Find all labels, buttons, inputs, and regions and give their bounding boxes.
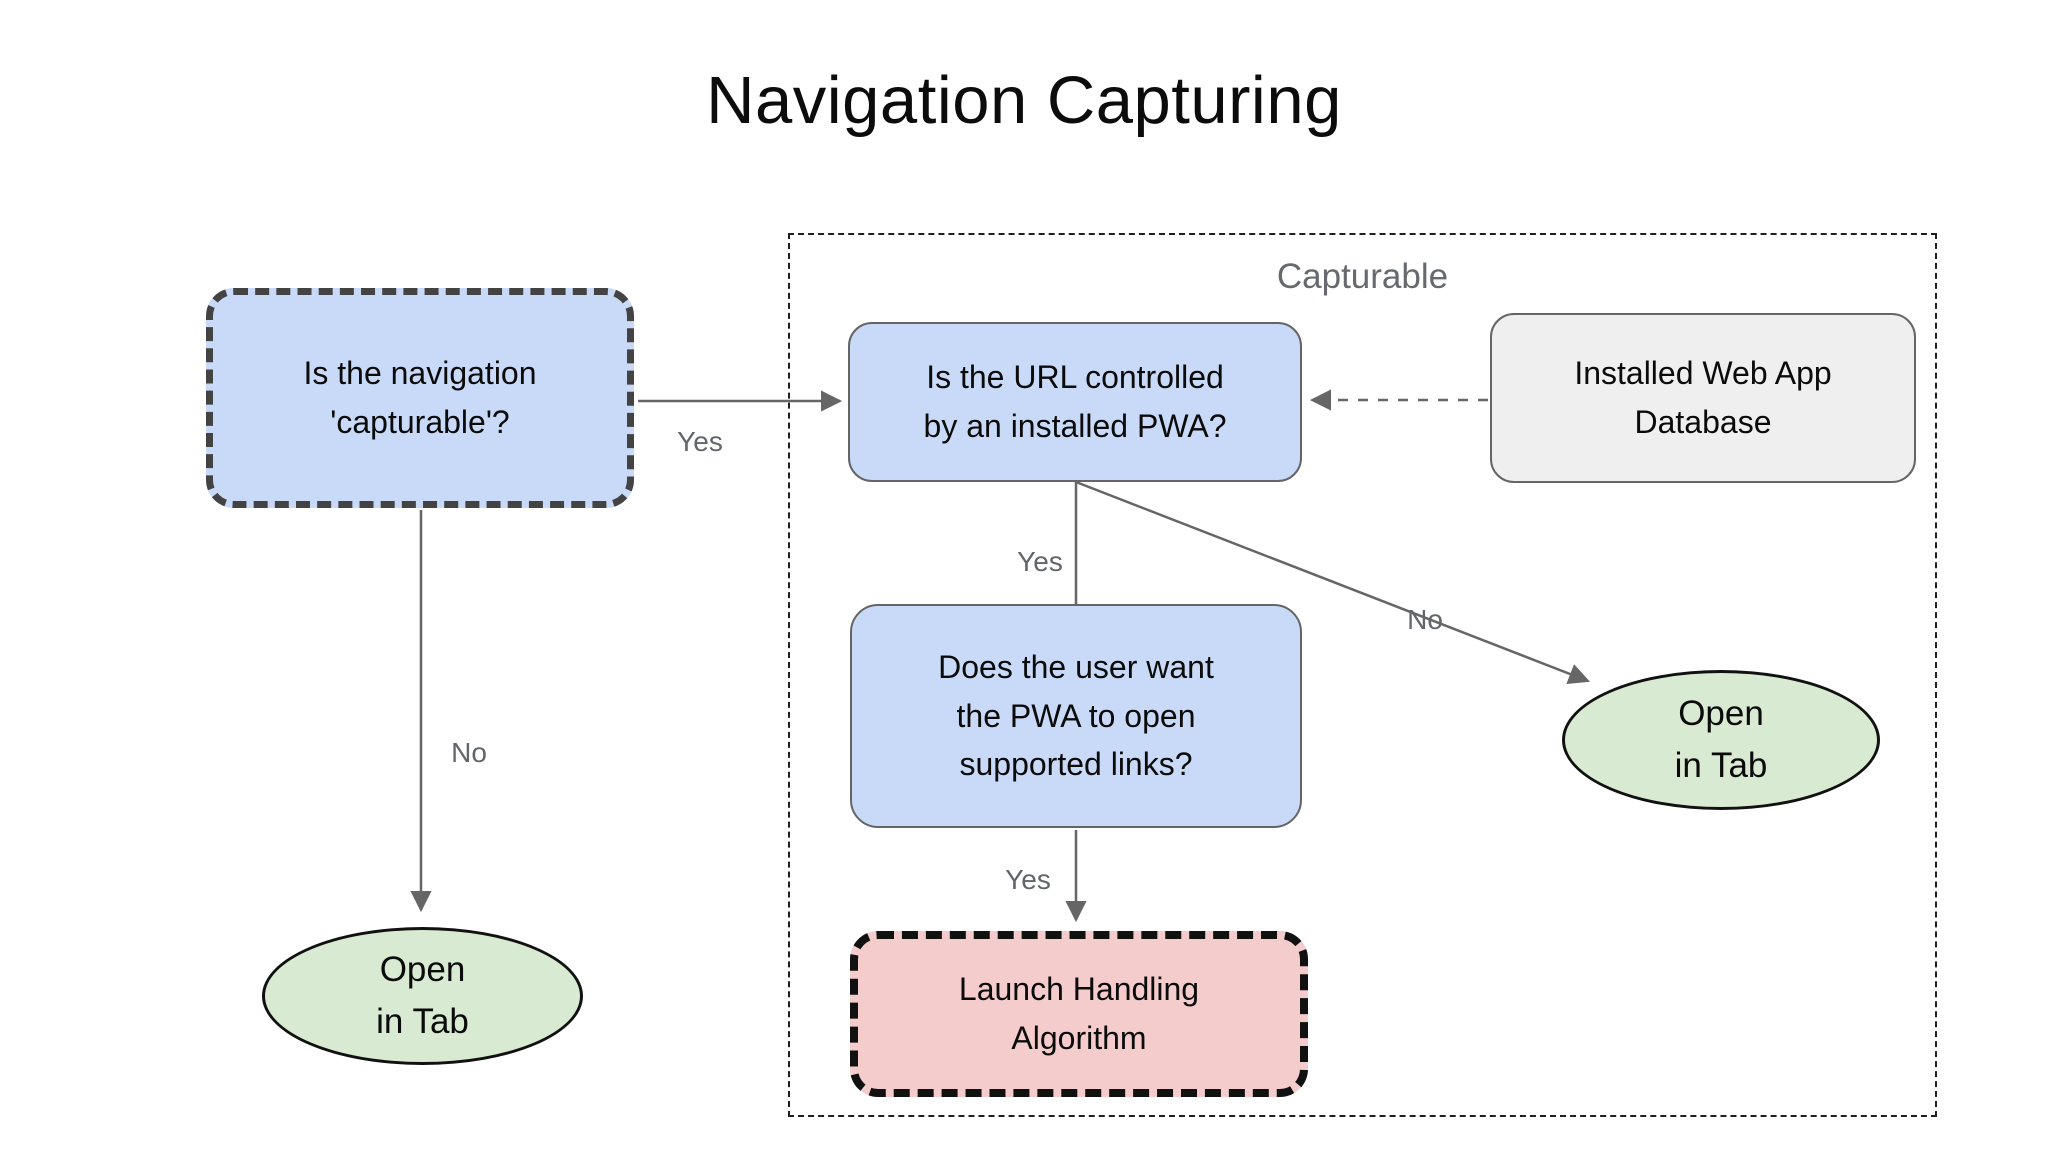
edge-label-supported-links-yes: Yes [1005, 864, 1051, 895]
edge-pwa-no [1075, 480, 1590, 684]
node-text-line: Database [1634, 404, 1772, 440]
node-text-line: in Tab [376, 1002, 469, 1041]
node-text-line: in Tab [1674, 746, 1768, 785]
node-text-line: supported links? [959, 746, 1193, 783]
edge-label-pwa-yes: Yes [1017, 546, 1063, 577]
node-installed-web-app-database: Installed Web App Database [1490, 313, 1916, 483]
node-does-user-want-supported-links: Does the user want the PWA to open suppo… [850, 604, 1302, 828]
node-is-navigation-capturable: Is the navigation 'capturable'? [206, 288, 634, 508]
node-text-line: 'capturable'? [330, 404, 510, 440]
node-is-url-controlled-by-pwa: Is the URL controlled by an installed PW… [848, 322, 1302, 482]
node-text-line: Installed Web App [1574, 355, 1832, 392]
node-text-line: Is the navigation [303, 355, 537, 392]
edge-label-pwa-no: No [1407, 604, 1443, 635]
node-text-line: by an installed PWA? [923, 408, 1227, 444]
edge-label-capturable-yes: Yes [677, 426, 723, 457]
node-text-line: Open [1678, 693, 1764, 733]
node-launch-handling-algorithm: Launch Handling Algorithm [850, 931, 1308, 1097]
node-text-line: Algorithm [1011, 1020, 1147, 1056]
node-text-line: the PWA to open [956, 697, 1196, 734]
capturable-group-label: Capturable [1276, 257, 1449, 296]
node-text-line: Is the URL controlled [926, 359, 1224, 396]
node-text-line: Launch Handling [958, 971, 1200, 1008]
node-text-line: Open [379, 949, 466, 989]
node-open-in-tab-right: Open in Tab [1562, 670, 1880, 810]
diagram-title: Navigation Capturing [706, 63, 1342, 138]
capturable-group-box: Capturable [788, 233, 1937, 1117]
node-open-in-tab-left: Open in Tab [262, 927, 583, 1065]
edge-label-capturable-no: No [451, 737, 487, 768]
node-text-line: Does the user want [938, 648, 1214, 685]
